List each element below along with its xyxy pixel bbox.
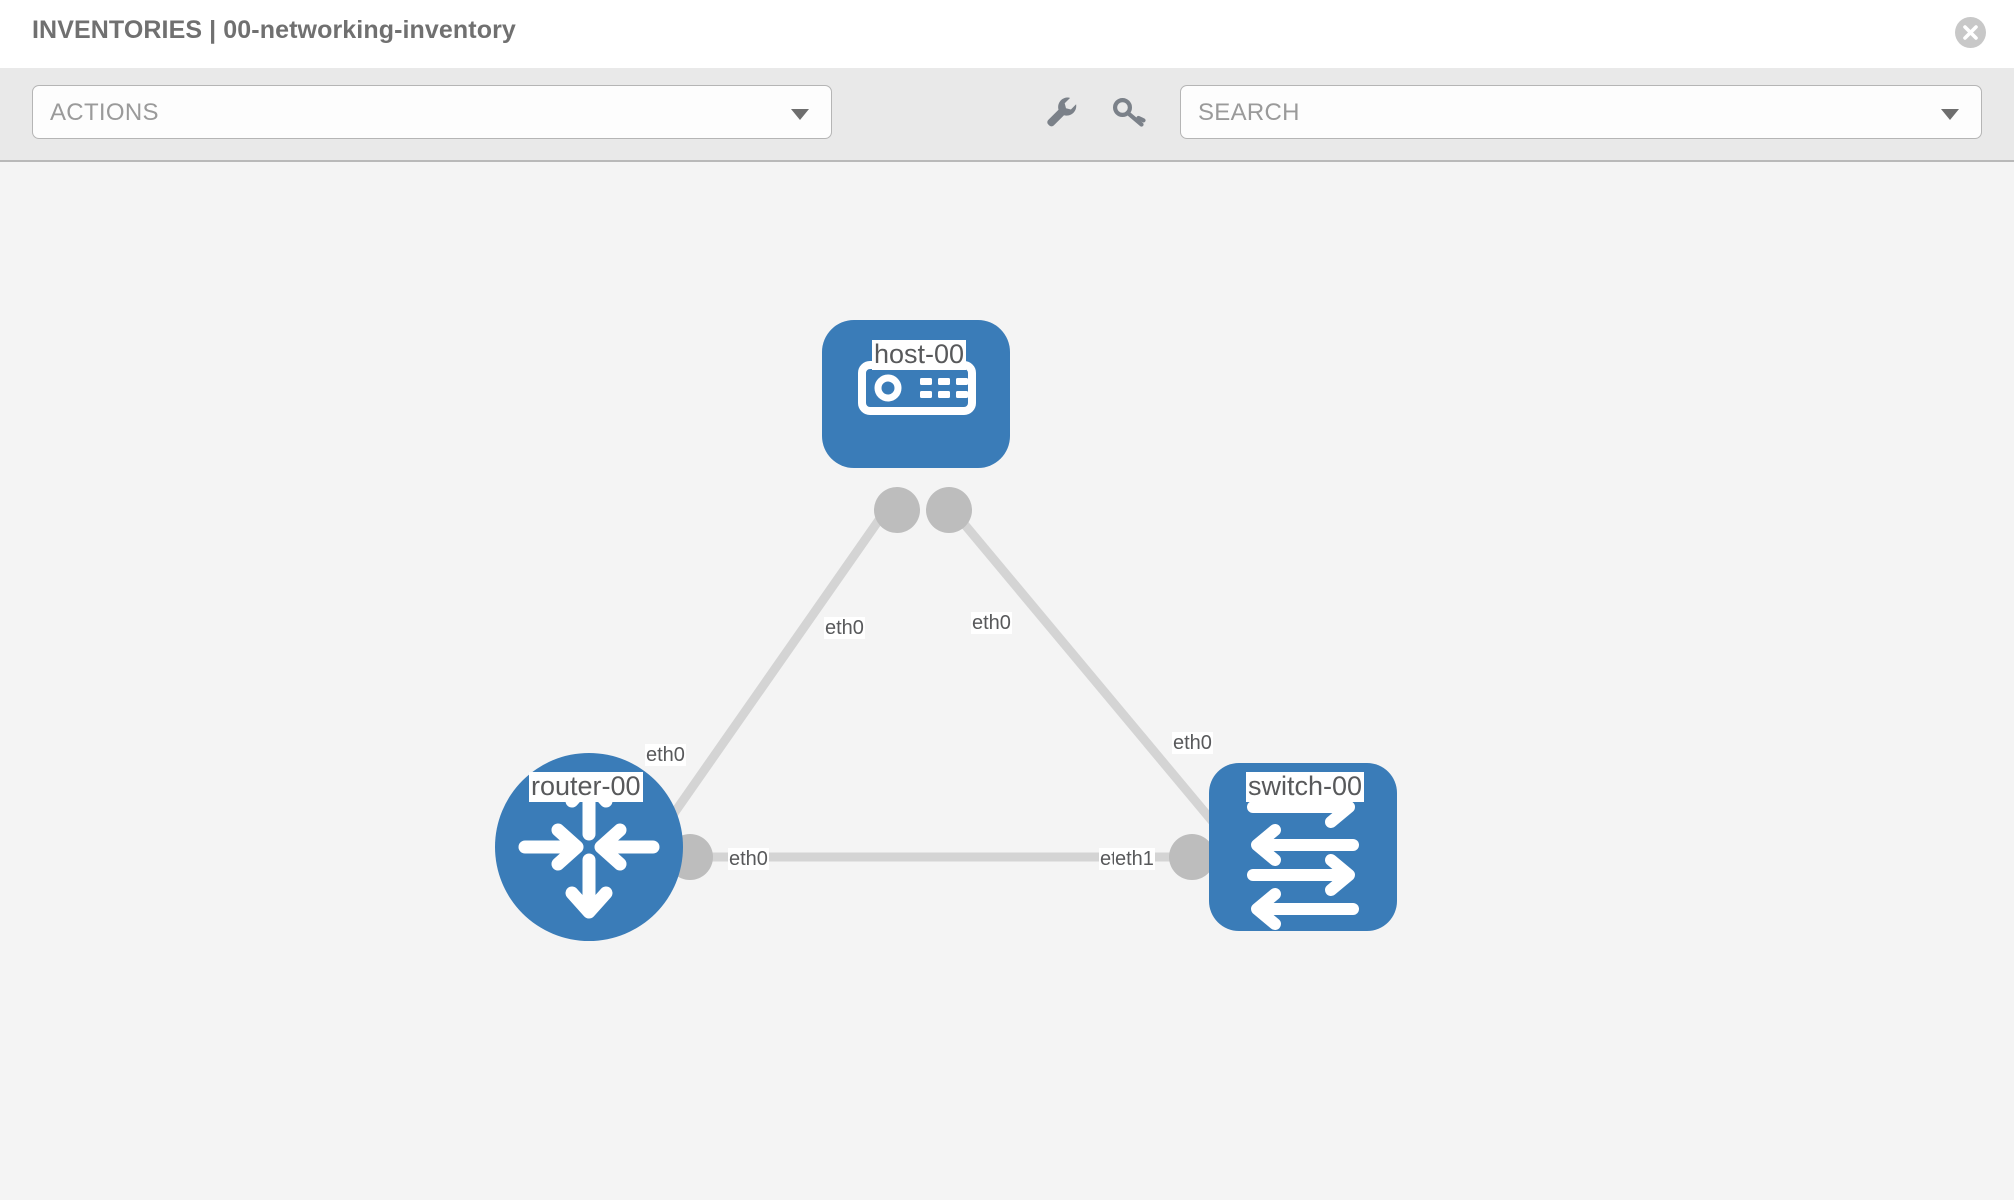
node-label-router-00: router-00	[529, 771, 643, 802]
iface-label-switch00-uplink: eth0	[1172, 732, 1213, 754]
connector-host00-right	[926, 487, 972, 533]
page-title: INVENTORIES | 00-networking-inventory	[32, 16, 516, 44]
iface-label-host00-right: eth0	[971, 612, 1012, 634]
iface-label-host00-left: eth0	[824, 617, 865, 639]
topology-connectors	[667, 487, 1255, 880]
search-input-value: SEARCH	[1198, 99, 1300, 126]
close-icon[interactable]	[1955, 17, 1986, 48]
search-input[interactable]: SEARCH	[1180, 85, 1982, 139]
actions-dropdown-label: ACTIONS	[50, 99, 159, 126]
key-icon[interactable]	[1107, 90, 1151, 134]
iface-label-switch00-left-eth1: eth1	[1114, 848, 1155, 870]
iface-label-router00-right: eth0	[728, 848, 769, 870]
topology-graph	[495, 320, 1397, 941]
connector-switch00-left	[1169, 834, 1215, 880]
link-host00-switch00	[946, 504, 1242, 855]
connector-host00-left	[874, 487, 920, 533]
chevron-down-icon	[791, 109, 809, 120]
page-header: INVENTORIES | 00-networking-inventory	[0, 0, 2014, 68]
topology-canvas[interactable]: host-00 router-00 switch-00 eth0 eth0 et…	[0, 162, 2014, 1200]
actions-dropdown[interactable]: ACTIONS	[32, 85, 832, 139]
wrench-icon[interactable]	[1039, 90, 1083, 134]
link-host00-router00	[636, 504, 892, 865]
chevron-down-icon[interactable]	[1941, 109, 1959, 120]
switch-icon	[1247, 786, 1359, 930]
iface-label-router00-uplink: eth0	[645, 744, 686, 766]
node-label-host-00: host-00	[872, 339, 967, 370]
node-label-switch-00: switch-00	[1246, 771, 1365, 802]
toolbar: ACTIONS SEARCH	[0, 68, 2014, 162]
topology-links	[600, 504, 1290, 865]
node-switch-00	[1209, 763, 1397, 931]
